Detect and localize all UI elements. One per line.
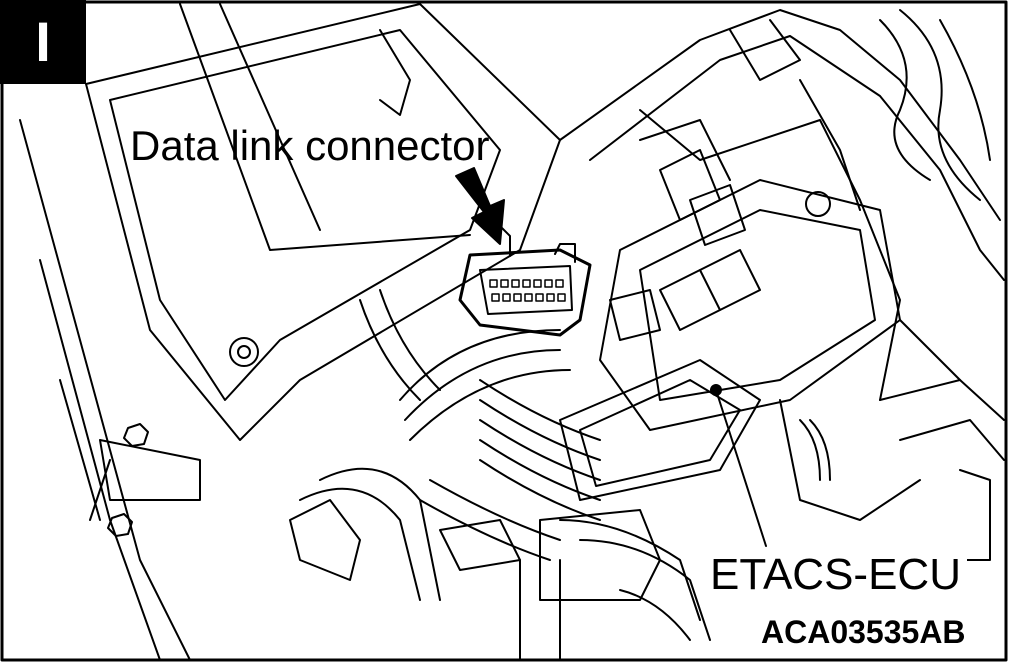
arrow-icon [455,167,505,245]
section-marker: I [0,0,86,84]
data-link-connector-label: Data link connector [130,122,490,169]
dash-panel [85,3,561,441]
etacs-ecu-label: ETACS-ECU [704,548,967,602]
figure-code: ACA03535AB [757,614,970,651]
data-link-connector [458,225,592,337]
mounting-bracket [559,9,1005,401]
connector-pins [489,279,566,302]
wiring-harness [299,289,711,641]
left-trim [19,119,201,661]
lower-connectors [289,499,661,661]
ecu-leader [710,384,767,547]
right-structure [779,319,1005,561]
